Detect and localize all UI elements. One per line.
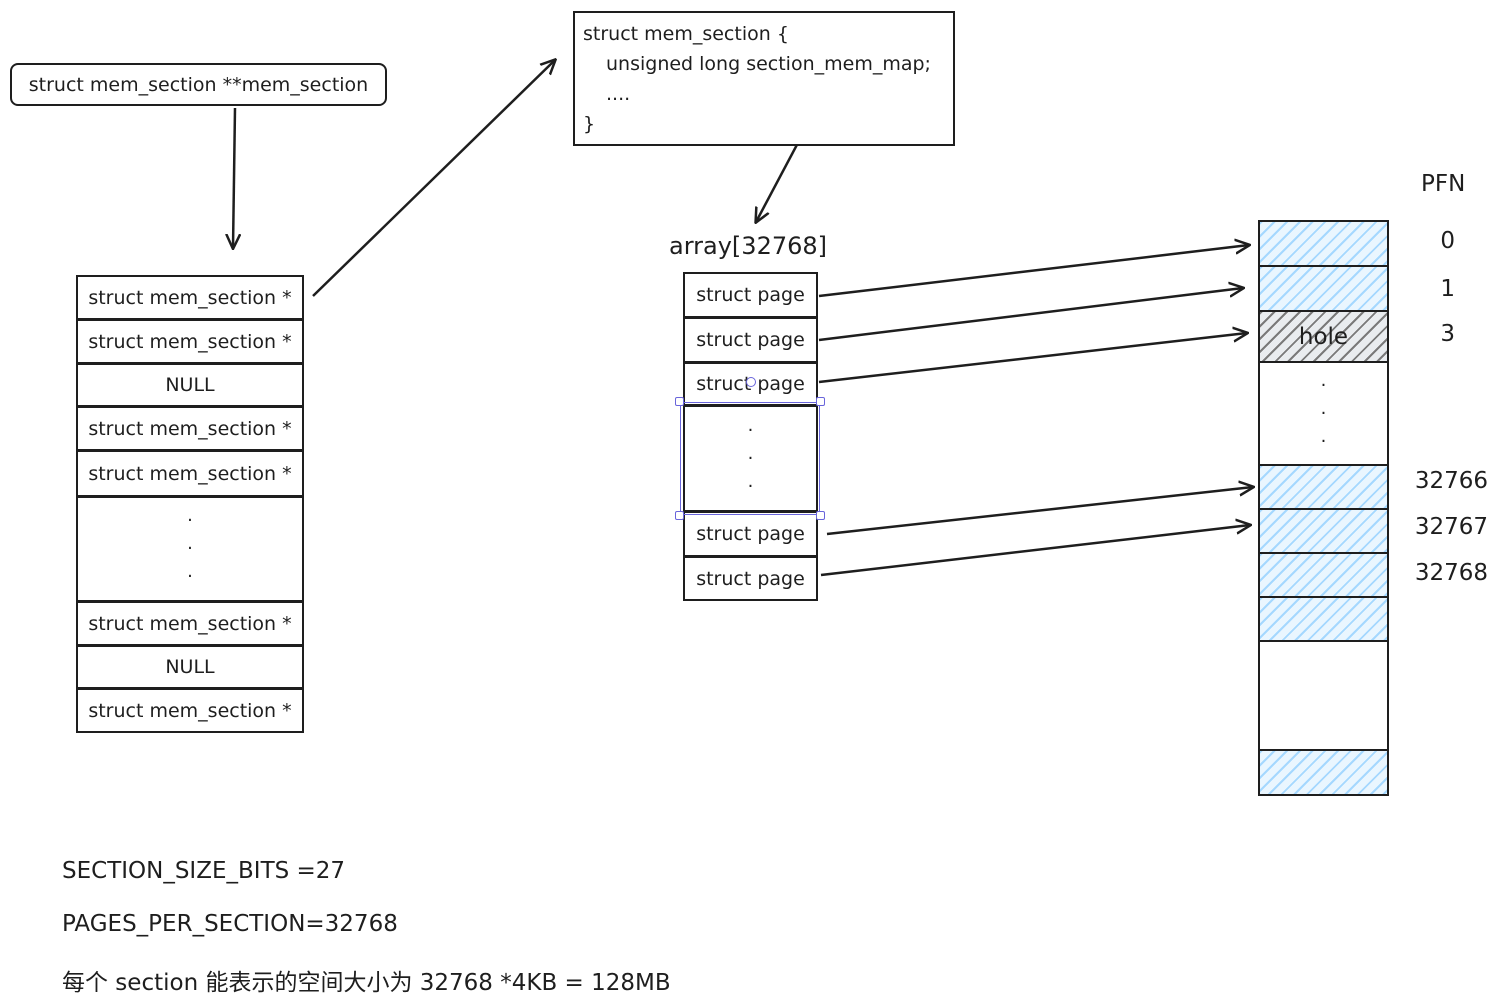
mem-section-pointer-label: struct mem_section **mem_section — [28, 73, 369, 96]
struct-def-line-2: unsigned long section_mem_map; — [606, 53, 931, 75]
ellipsis-dot: · — [187, 538, 193, 559]
ellipsis-dot: · — [1320, 374, 1327, 396]
selection-frame[interactable] — [680, 402, 820, 515]
hole-label: hole — [1298, 323, 1349, 350]
page-cell[interactable]: struct page — [683, 511, 818, 557]
frame-empty-block[interactable] — [1258, 640, 1389, 751]
page-array-label: array[32768] — [669, 232, 828, 260]
selection-rotation-handle[interactable] — [746, 377, 756, 387]
ellipsis-dot: · — [187, 566, 193, 587]
section-cell-null[interactable]: NULL — [76, 363, 304, 407]
arrow-pointer-to-array — [233, 107, 235, 248]
section-cell[interactable]: struct mem_section * — [76, 319, 304, 364]
pfn-number: 32768 — [1414, 560, 1488, 586]
selection-handle-top-right[interactable] — [816, 397, 825, 406]
frame-block[interactable] — [1258, 464, 1389, 510]
section-cell[interactable]: struct mem_section * — [76, 450, 304, 497]
arrow-array-to-struct-def — [312, 60, 555, 297]
ellipsis-dot: · — [1320, 430, 1327, 452]
pfn-number: 0 — [1440, 228, 1455, 254]
selection-handle-top-left[interactable] — [675, 397, 684, 406]
frame-hole-block[interactable]: hole — [1258, 310, 1389, 363]
note-pages-per-section: PAGES_PER_SECTION=32768 — [62, 911, 398, 937]
page-cell[interactable]: struct page — [683, 317, 818, 363]
section-cell-null[interactable]: NULL — [76, 645, 304, 689]
struct-def-line-1: struct mem_section { — [583, 23, 789, 45]
pfn-header: PFN — [1421, 171, 1466, 197]
mem-section-pointer-box[interactable]: struct mem_section **mem_section — [10, 63, 387, 106]
page-cell[interactable]: struct page — [683, 556, 818, 601]
frame-block[interactable] — [1258, 552, 1389, 598]
frame-block[interactable] — [1258, 220, 1389, 267]
pfn-number: 1 — [1440, 276, 1455, 302]
frame-ellipsis-block[interactable]: · · · — [1258, 361, 1389, 466]
ellipsis-dot: · — [747, 419, 754, 441]
ellipsis-dot: · — [187, 510, 193, 531]
section-cell[interactable]: struct mem_section * — [76, 406, 304, 451]
ellipsis-dot: · — [747, 475, 754, 497]
ellipsis-dot: · — [747, 447, 754, 469]
arrow-page-2-to-pfn-3 — [818, 333, 1247, 384]
arrow-page-last-to-pfn-32767 — [820, 525, 1250, 577]
ellipsis-dot: · — [1320, 402, 1327, 424]
page-cell-ellipsis-selected[interactable]: · · · — [683, 405, 818, 512]
struct-def-line-4: } — [583, 113, 596, 135]
arrow-page-n-to-pfn-32766 — [826, 487, 1253, 536]
section-cell[interactable]: struct mem_section * — [76, 688, 304, 733]
selection-handle-bottom-left[interactable] — [675, 511, 684, 520]
pfn-number: 3 — [1440, 321, 1455, 347]
note-section-size-bits: SECTION_SIZE_BITS =27 — [62, 858, 346, 884]
struct-definition-box[interactable]: struct mem_section { unsigned long secti… — [573, 11, 955, 146]
pfn-number: 32766 — [1414, 468, 1488, 494]
pfn-number: 32767 — [1414, 514, 1488, 540]
note-section-space-size: 每个 section 能表示的空间大小为 32768 *4KB = 128MB — [62, 970, 671, 996]
selection-handle-bottom-right[interactable] — [816, 511, 825, 520]
struct-def-line-3: .... — [606, 83, 631, 105]
section-cell-ellipsis[interactable]: · · · — [76, 496, 304, 602]
arrow-page-1-to-pfn-1 — [818, 288, 1243, 342]
frame-block[interactable] — [1258, 596, 1389, 642]
section-cell[interactable]: struct mem_section * — [76, 275, 304, 320]
section-cell[interactable]: struct mem_section * — [76, 601, 304, 646]
page-cell[interactable]: struct page — [683, 272, 818, 318]
frame-block[interactable] — [1258, 749, 1389, 796]
frame-block[interactable] — [1258, 508, 1389, 554]
arrow-page-0-to-pfn-0 — [818, 245, 1249, 298]
